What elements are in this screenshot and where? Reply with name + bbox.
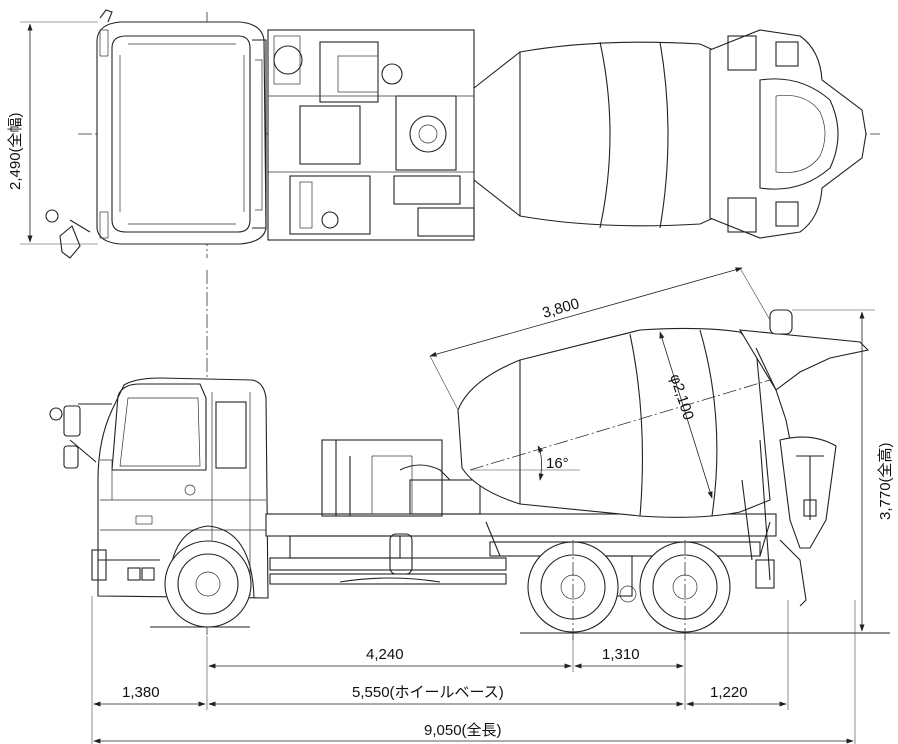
dim-front-to-mid-axle: 4,240 [366, 646, 404, 663]
angle-annotation: 16° [470, 445, 580, 481]
drum-top [473, 41, 741, 229]
dim-overall-length: 9,050(全長) [424, 721, 502, 739]
dim-wheelbase: 5,550(ホイールベース) [352, 684, 504, 701]
cab-top [96, 21, 267, 245]
height-dimension: 3,770(全高) [792, 309, 894, 632]
chassis-top [267, 29, 475, 241]
front-wheel [164, 525, 255, 628]
hopper-top [709, 29, 867, 239]
dim-overall-height: 3,770(全高) [876, 442, 894, 520]
dim-overall-width: 2,490(全幅) [6, 112, 24, 190]
cab-side [91, 377, 269, 599]
mirror-top [45, 9, 113, 259]
top-view [45, 9, 880, 259]
dim-front-overhang: 1,380 [122, 684, 160, 701]
drum-side [457, 327, 771, 518]
side-view [49, 270, 890, 640]
dim-drum-angle: 16° [546, 455, 569, 472]
dim-drum-length: 3,800 [540, 295, 581, 322]
mirror-side [49, 403, 112, 469]
drum-axis [469, 379, 771, 471]
hopper-side [738, 309, 870, 607]
dim-rear-axle-spacing: 1,310 [602, 646, 640, 663]
length-dimensions: 4,240 1,310 1,380 5,550(ホイールベース) 1,220 9… [91, 596, 856, 744]
dim-rear-overhang: 1,220 [710, 684, 748, 701]
width-dimension: 2,490(全幅) [6, 21, 98, 245]
